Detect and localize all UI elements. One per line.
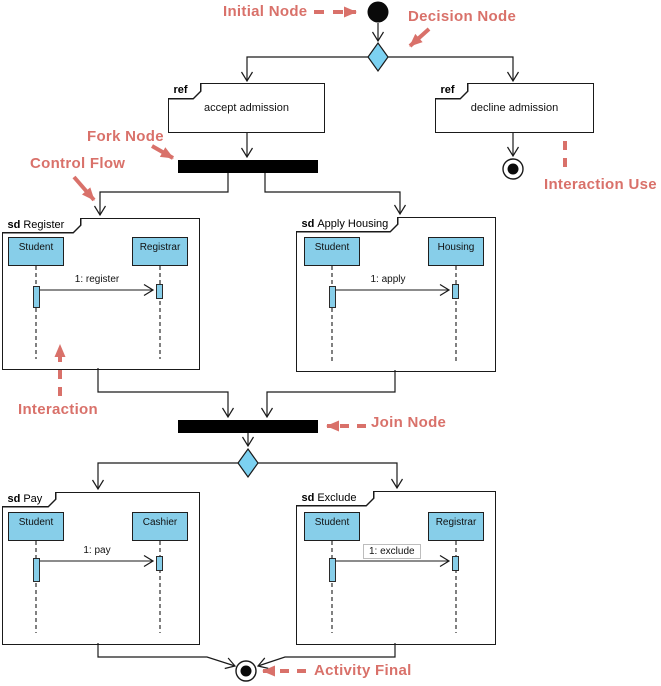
activity-final-label: Activity Final xyxy=(314,662,412,679)
frame-name: Exclude xyxy=(317,491,357,504)
lifeline-head: Cashier xyxy=(132,512,188,541)
fork-node-label: Fork Node xyxy=(87,128,164,145)
frame-name: Register xyxy=(23,218,65,231)
lifeline-head: Student xyxy=(8,512,64,541)
sd-frame-pay: sd Pay xyxy=(2,492,200,645)
fork-node-arrow xyxy=(151,144,174,160)
lifeline-head: Housing xyxy=(428,237,484,266)
frame-name: Apply Housing xyxy=(317,217,389,230)
lifeline-head: Student xyxy=(304,237,360,266)
message-label: 1: pay xyxy=(83,545,111,556)
join-node-bar xyxy=(178,420,318,433)
ref-frame-decline-admission: decline admission ref xyxy=(435,83,594,133)
activation-bar xyxy=(329,286,336,308)
frame-keyword: sd xyxy=(301,491,315,504)
frame-keyword: sd xyxy=(7,492,21,505)
interaction-label: Interaction xyxy=(18,401,98,418)
control-flow-label: Control Flow xyxy=(30,155,126,172)
frame-label-tab: sd Apply Housing xyxy=(296,217,399,233)
lifeline-head: Student xyxy=(8,237,64,266)
activity-final-node xyxy=(235,660,257,682)
control-flow-arrow xyxy=(72,175,96,202)
interaction-use-label: Interaction Use xyxy=(544,176,657,193)
frame-keyword: sd xyxy=(301,217,315,230)
sd-frame-exclude: sd Exclude xyxy=(296,491,496,645)
frame-label-tab: sd Exclude xyxy=(296,491,375,507)
activation-bar xyxy=(33,286,40,308)
activation-bar xyxy=(156,556,163,571)
frame-keyword: sd xyxy=(7,218,21,231)
frame-label-tab: sd Register xyxy=(2,218,82,234)
message-label: 1: exclude xyxy=(363,544,421,559)
message-label: 1: apply xyxy=(370,274,406,285)
activation-bar xyxy=(452,556,459,571)
activation-bar xyxy=(329,558,336,582)
frame-keyword: ref xyxy=(173,84,188,97)
frame-keyword: ref xyxy=(440,84,455,97)
join-node-label: Join Node xyxy=(371,414,447,431)
decision-node-label: Decision Node xyxy=(408,8,517,25)
activation-bar xyxy=(452,284,459,299)
sd-frame-apply-housing: sd Apply Housing xyxy=(296,217,496,372)
lifeline-head: Registrar xyxy=(132,237,188,266)
frame-label-tab: ref xyxy=(435,83,469,100)
interaction-use-name: accept admission xyxy=(204,102,289,114)
initial-node-label: Initial Node xyxy=(223,3,308,20)
message-label: 1: register xyxy=(74,274,120,285)
initial-node xyxy=(367,1,389,23)
activation-bar xyxy=(33,558,40,582)
lifeline-head: Student xyxy=(304,512,360,541)
frame-label-tab: sd Pay xyxy=(2,492,57,508)
final-node-decline xyxy=(502,158,524,180)
decision-node xyxy=(367,41,389,73)
decision-node-arrow xyxy=(408,27,431,48)
fork-node-bar xyxy=(178,160,318,173)
sd-frame-register: sd Register xyxy=(2,218,200,370)
frame-label-tab: ref xyxy=(168,83,202,100)
message-arrows xyxy=(40,283,451,568)
ref-frame-accept-admission: accept admission ref xyxy=(168,83,325,133)
lifeline-head: Registrar xyxy=(428,512,484,541)
interaction-use-name: decline admission xyxy=(470,102,559,114)
control-flow-edges xyxy=(91,23,520,670)
frame-name: Pay xyxy=(23,492,43,505)
activation-bar xyxy=(156,284,163,299)
merge-node xyxy=(237,447,259,479)
